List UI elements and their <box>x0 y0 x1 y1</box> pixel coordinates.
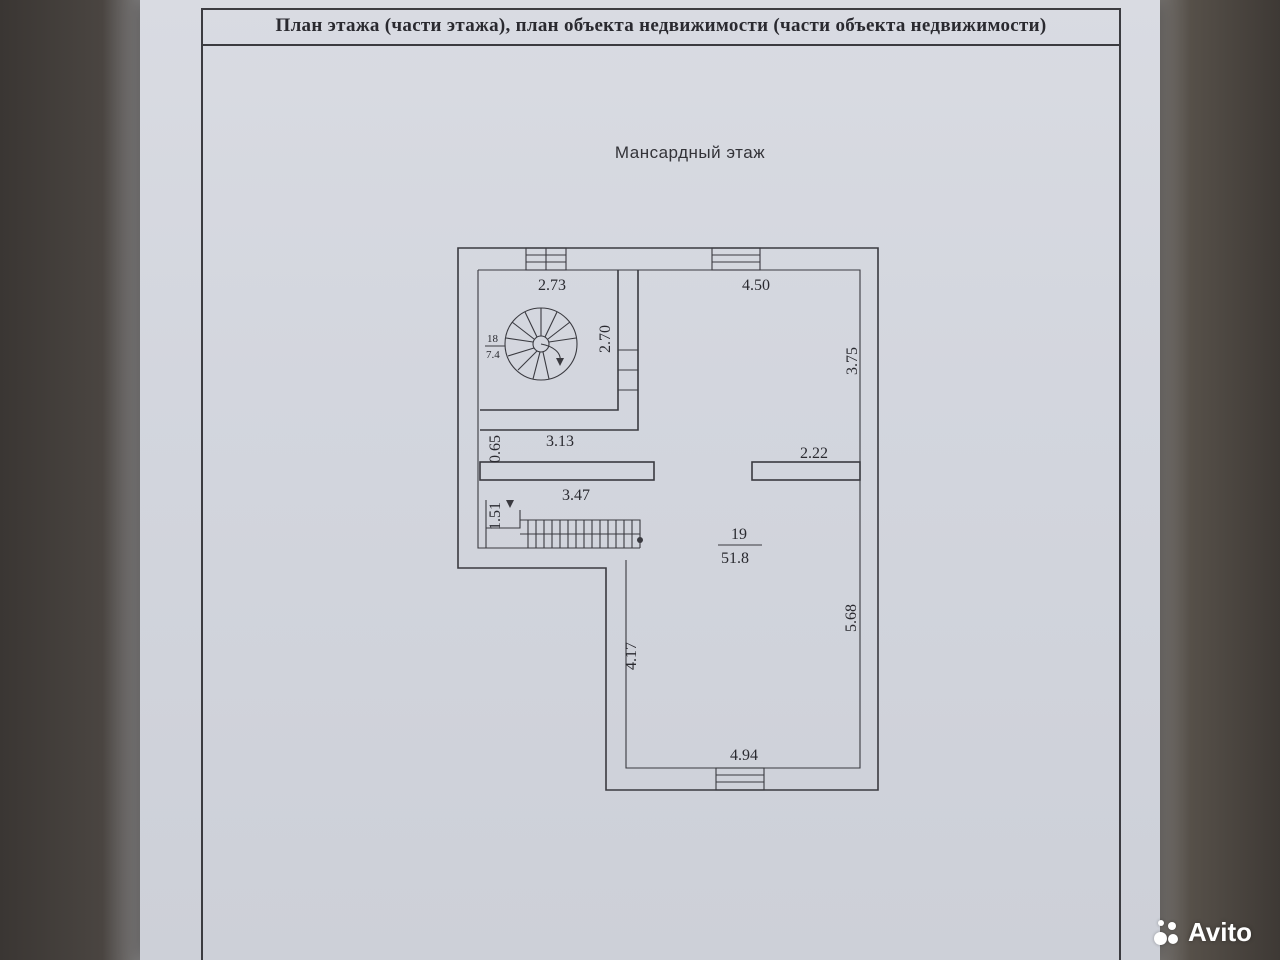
left-partition <box>479 461 655 481</box>
dim-right-partition: 2.22 <box>800 445 828 462</box>
dim-stair-room-height: 2.70 <box>597 325 614 353</box>
avito-logo-icon <box>1153 918 1184 948</box>
straight-staircase-icon <box>485 500 643 548</box>
partition-steps <box>618 349 638 391</box>
room-number: 19 <box>731 526 747 543</box>
dim-stair-passage-height: 1.51 <box>487 502 504 530</box>
window-top-left <box>525 247 567 271</box>
room-area: 51.8 <box>721 550 749 567</box>
dim-stair-passage-width: 3.47 <box>562 487 590 504</box>
dim-corridor-width: 3.13 <box>546 433 574 450</box>
dim-left-lower-height: 4.17 <box>623 642 640 670</box>
header-row: План этажа (части этажа), план объекта н… <box>201 8 1121 46</box>
dim-stair-room-width: 2.73 <box>538 277 566 294</box>
window-top-right <box>711 247 761 271</box>
dim-right-lower-height: 5.68 <box>843 604 860 632</box>
room-number: 18 <box>487 333 499 345</box>
dim-corridor-height: 0.65 <box>487 435 504 463</box>
inner-wall-left <box>477 270 640 549</box>
floor-label: Мансардный этаж <box>614 143 766 162</box>
avito-brand: Avito <box>1187 917 1252 947</box>
dim-right-upper-height: 3.75 <box>844 347 861 375</box>
dim-top-width: 4.50 <box>742 277 770 294</box>
room-label-18: 18 7.4 <box>485 333 505 361</box>
room-label-19: 19 51.8 <box>718 526 762 567</box>
dim-bottom-width: 4.94 <box>730 747 758 764</box>
outer-wall <box>457 247 879 791</box>
avito-watermark: Avito <box>1153 917 1252 948</box>
right-partition <box>751 461 861 481</box>
stair-room-wall <box>480 270 639 431</box>
room-area: 7.4 <box>486 349 500 361</box>
window-bottom <box>715 767 765 791</box>
document-title: План этажа (части этажа), план объекта н… <box>275 15 1047 36</box>
inner-wall <box>478 269 861 769</box>
document-frame <box>201 8 1121 960</box>
spiral-staircase-icon <box>504 307 578 381</box>
